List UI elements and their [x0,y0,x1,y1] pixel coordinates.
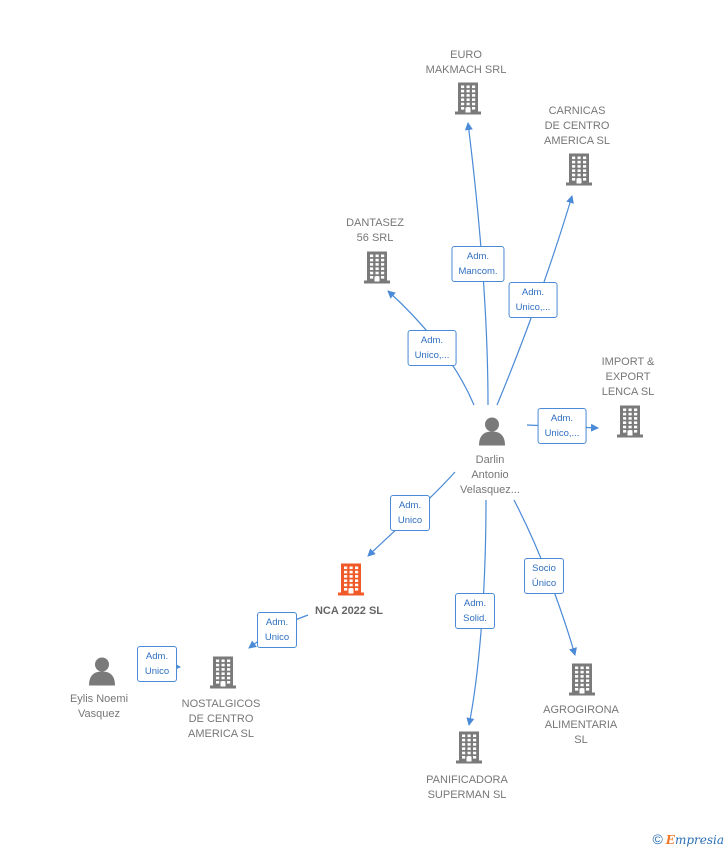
node-label-panificadora[interactable]: PANIFICADORA SUPERMAN SL [426,774,508,801]
edge-label-darlin-carnicas[interactable]: Adm. Unico,... [508,282,558,318]
building-icon[interactable] [209,656,237,695]
building-icon[interactable] [568,663,596,702]
node-label-nostalgicos[interactable]: NOSTALGICOS DE CENTRO AMERICA SL [181,698,261,740]
building-icon[interactable] [565,153,593,192]
building-icon[interactable] [455,731,483,770]
building-icon[interactable] [363,251,391,290]
edge-label-darlin-dantasez[interactable]: Adm. Unico,... [407,330,457,366]
node-label-darlin[interactable]: Darlin Antonio Velasquez... [460,454,520,496]
edge-darlin-panificadora [466,499,487,726]
brand-name: Empresia [666,833,724,847]
footer-brand[interactable]: ©Empresia [652,831,724,847]
person-icon[interactable] [87,656,117,691]
node-label-eylis[interactable]: Eylis Noemi Vasquez [69,693,129,720]
brand-rest: mpresia [674,833,724,847]
node-label-agrogirona[interactable]: AGROGIRONA ALIMENTARIA SL [543,704,619,746]
node-label-nca[interactable]: NCA 2022 SL [314,605,384,617]
edge-label-nca-nostalgicos[interactable]: Adm. Unico [257,612,297,648]
person-icon[interactable] [477,416,507,451]
node-label-dantasez[interactable]: DANTASEZ 56 SRL [346,217,404,244]
edge-label-eylis-nostalgicos[interactable]: Adm. Unico [137,646,177,682]
copyright-symbol: © [652,831,663,847]
building-icon[interactable] [616,405,644,444]
building-icon-focus[interactable] [337,563,365,602]
edge-label-darlin-agrogirona[interactable]: Socio Único [524,558,564,594]
building-icon[interactable] [454,82,482,121]
edge-label-darlin-euro[interactable]: Adm. Mancom. [451,246,505,282]
node-label-euro[interactable]: EURO MAKMACH SRL [425,49,507,76]
edge-label-darlin-import[interactable]: Adm. Unico,... [537,408,587,444]
node-label-carnicas[interactable]: CARNICAS DE CENTRO AMERICA SL [543,105,611,147]
node-label-import[interactable]: IMPORT & EXPORT LENCA SL [601,356,655,398]
edge-label-darlin-nca[interactable]: Adm. Unico [390,495,430,531]
edge-label-darlin-panificadora[interactable]: Adm. Solid. [455,593,495,629]
brand-initial: E [665,833,675,847]
